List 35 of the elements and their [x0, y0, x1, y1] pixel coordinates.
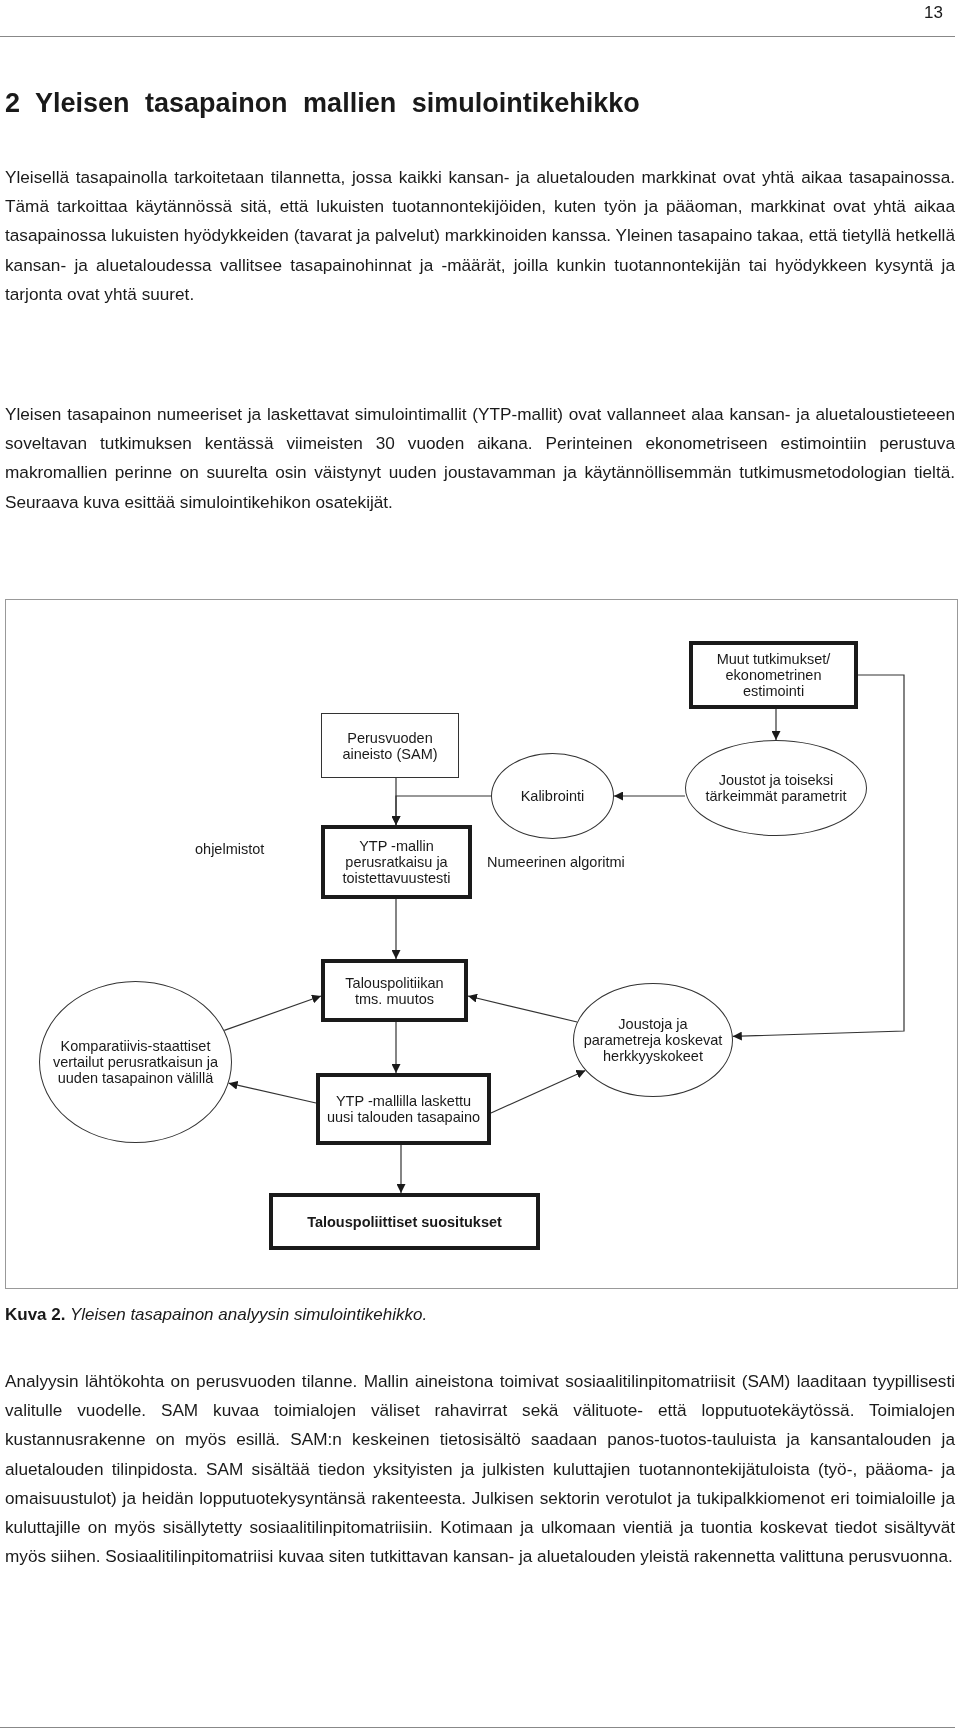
node-label: Kalibrointi [520, 788, 585, 804]
page-number: 13 [924, 3, 943, 23]
arrow [391, 898, 401, 960]
arrow [467, 993, 578, 1023]
body-paragraph: Yleisellä tasapainolla tarkoitetaan tilannetta, jossa kaikki kansan- ja aluetalouden markkinat ovat yhtä aikaa tasapainossa. Tämä tarkoittaa käytännössä sitä, että lukuisten tuotannontekijöiden, kuten työn ja pääoman, markkinat ovat yhtä aikaa tasapainossa lukuisten hyödykkeiden (tavarat ja palvelut) markkinoiden kanssa. Yleinen tasapaino takaa, että tietyllä hetkellä kansan- ja aluetaloudessa vallitsee tasapainohinnat ja -määrät, joilla kunkin tuotannontekijän tai hyödykkeen kysyntä ja tarjonta ovat yhtä suuret. [5, 166, 955, 306]
arrow [613, 791, 686, 801]
process-box [321, 825, 472, 899]
node-label: Joustot ja toiseksi tärkeimmät parametrit [704, 772, 848, 804]
diagram-note: Numeerinen algoritmi [487, 854, 625, 870]
process-box [269, 1193, 540, 1250]
section-heading: 2 Yleisen tasapainon mallien simulointikehikko [5, 88, 640, 119]
arrow [490, 1069, 586, 1114]
process-box [316, 1073, 491, 1145]
node-label: Talouspolitiikan tms. muutos [344, 974, 445, 1007]
process-box [321, 959, 468, 1022]
node-label: Muut tutkimukset/ ekonometrinen estimointi [715, 651, 832, 699]
arrow [771, 708, 781, 741]
node-label: Talouspoliittiset suositukset [307, 1213, 502, 1230]
body-paragraph: Yleisen tasapainon numeeriset ja laskettavat simulointimallit (YTP-mallit) ovat vallanneet alaa kansan- ja aluetaloustieteeen soveltavan tutkimuksen kentässä viimeisten 30 vuoden aikana. Perinteinen ekonometriseen estimointiin perustuva makromallien perinne on suurelta osin väistynyt uuden joustavamman ja käytännöllisemmän tutkimusmetodologian tieltä. Seuraava kuva esittää simulointikehikon osatekijät. [5, 403, 955, 514]
process-box [689, 641, 858, 709]
process-box [321, 713, 459, 778]
arrow [732, 674, 905, 1041]
node-label: Komparatiivis-staattiset vertailut perusratkaisun ja uuden tasapainon välillä [51, 1038, 220, 1086]
node-label: Joustoja ja parametreja koskevat herkkyyskokeet [582, 1016, 724, 1064]
arrow [228, 1080, 317, 1104]
figure-caption: Kuva 2. Yleisen tasapainon analyysin simulointikehikko. [5, 1305, 428, 1325]
arrow [391, 795, 492, 826]
arrow [391, 1021, 401, 1074]
node-label: YTP -mallin perusratkaisu ja toistettavuustesti [341, 838, 452, 886]
node-label: Perusvuoden aineisto (SAM) [341, 729, 439, 762]
diagram-note: ohjelmistot [195, 841, 265, 857]
node-label: YTP -mallilla laskettu uusi talouden tasapaino [326, 1093, 481, 1125]
arrow [223, 994, 322, 1031]
body-paragraph: Analyysin lähtökohta on perusvuoden tilanne. Mallin aineistona toimivat sosiaalitilinpitomatriisit (SAM) laaditaan tyypillisesti valitulle vuodelle. SAM kuvaa toimialojen väliset rahavirrat sekä välituote- että lopputuotekäytössä. Toimialojen kustannusrakenne on myös esillä. SAM:n keskeinen tietosisältö saadaan panos-tuotos-tauluista ja kansantalouden ja aluetalouden tilinpidosta. SAM sisältää tiedon yksityisten ja julkisten kuluttajien tuotannontekijätuloista (työ-, pääoma- ja omaisuustulot) ja heidän lopputuotekysyntänsä rakenteesta. Julkisen sektorin verotulot ja tukipalkkiomenot eri toimialoille ja kuluttajille on myös sisällytetty sosiaalitilinpitomatriisiin. Kotimaan ja ulkomaan vientiä ja tuontia koskevat tiedot sisältyvät myös siihen. Sosiaalitilinpitomatriisi kuvaa siten tutkittavan kansan- ja aluetalouden yleistä rakennetta valittuna perusvuonna. [5, 1370, 955, 1569]
arrow [396, 1144, 406, 1194]
